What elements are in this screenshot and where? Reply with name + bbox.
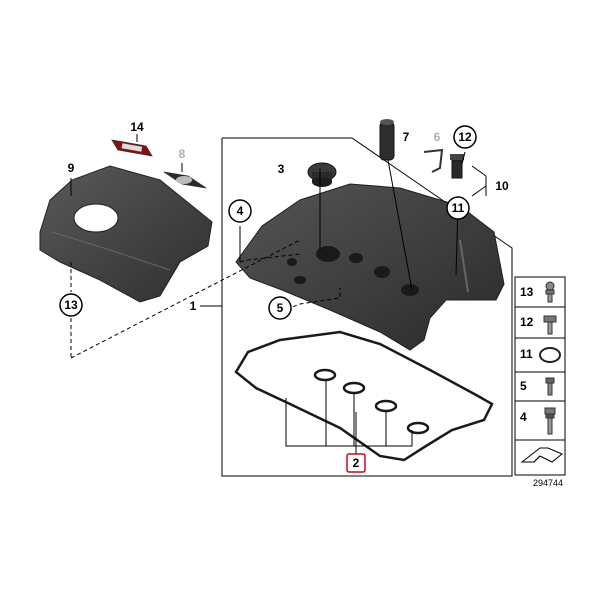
side-label-12[interactable]: 12 [520,315,534,329]
valve-cover[interactable] [235,183,505,351]
callout-5[interactable]: 5 [268,296,292,320]
badge-14[interactable] [111,139,153,157]
vent-hose-7[interactable] [379,119,395,161]
bolt-12-icon [543,315,557,335]
side-label-4[interactable]: 4 [520,410,527,424]
svg-text:2: 2 [353,456,360,470]
callout-4[interactable]: 4 [228,199,252,223]
main-frame [221,137,513,477]
engine-cover[interactable] [39,165,213,303]
bolt-4-icon [544,407,556,435]
callout-14[interactable]: 14 [130,120,144,134]
svg-text:13: 13 [64,298,78,312]
callout-10[interactable]: 10 [495,179,509,193]
callout-8[interactable]: 8 [179,147,186,161]
side-panel [514,276,566,476]
callout-7[interactable]: 7 [403,130,410,144]
return-arrow-icon[interactable] [520,447,563,463]
sensor-assembly[interactable] [423,148,464,179]
diagram-id: 294744 [533,478,563,488]
svg-text:12: 12 [458,130,472,144]
callout-2[interactable]: 2 [346,453,366,473]
bolt-13-icon [545,281,555,303]
callout-3[interactable]: 3 [278,162,285,176]
o-ring-11-icon [539,347,561,363]
callout-6[interactable]: 6 [434,130,441,144]
spark-plug-seals[interactable] [313,368,430,435]
callout-12[interactable]: 12 [453,125,477,149]
svg-text:11: 11 [452,201,465,215]
badge-8[interactable] [163,171,207,189]
callout-9[interactable]: 9 [68,161,75,175]
svg-text:4: 4 [237,204,244,218]
grommet-5-icon [545,377,555,396]
valve-cover-gasket[interactable] [234,330,494,462]
callout-1[interactable]: 1 [190,299,197,313]
side-label-13[interactable]: 13 [520,285,534,299]
side-label-11[interactable]: 11 [520,347,533,361]
svg-text:5: 5 [277,301,284,315]
oil-filler-cap[interactable] [307,162,337,187]
side-label-5[interactable]: 5 [520,379,527,393]
callout-11[interactable]: 11 [446,196,470,220]
callout-13[interactable]: 13 [59,293,83,317]
